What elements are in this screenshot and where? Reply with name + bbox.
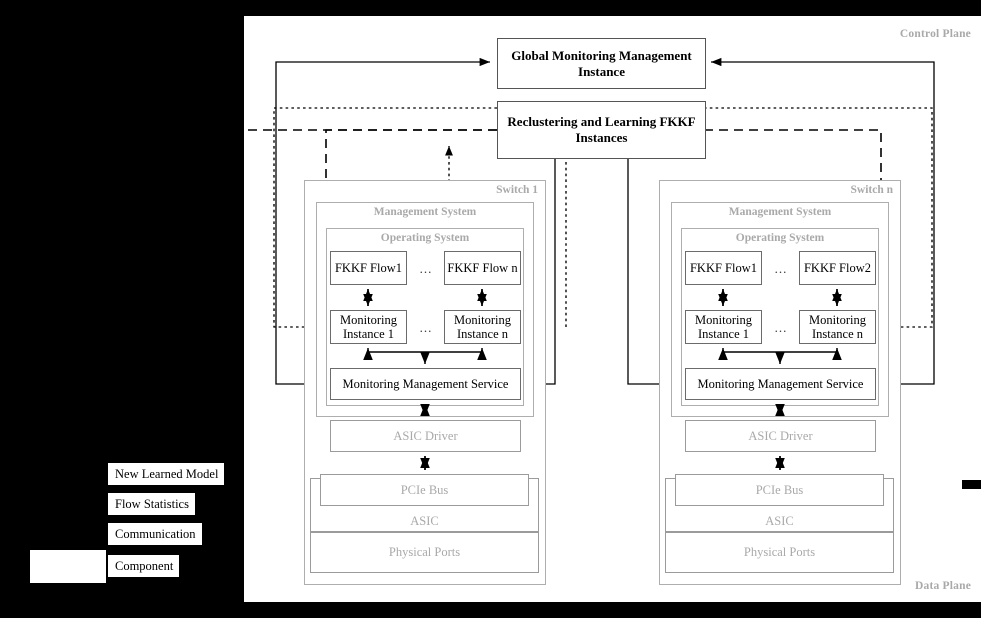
plane-separator-bar-right	[962, 480, 981, 489]
legend-label-component: Component	[108, 555, 180, 577]
legend-label-flow-statistics: Flow Statistics	[108, 493, 195, 515]
reclustering-and-learning-fkkf-instances-box[interactable]: Reclustering and Learning FKKF Instances	[497, 101, 706, 159]
switch-n-fkkf-flow-left[interactable]: FKKF Flow1	[685, 251, 762, 285]
legend-label-new-learned-model: New Learned Model	[108, 463, 225, 485]
switch-1-asic-driver: ASIC Driver	[330, 420, 521, 452]
switch-1-physical-ports: Physical Ports	[310, 532, 539, 573]
switch-n-fkkf-flow-right[interactable]: FKKF Flow2	[799, 251, 876, 285]
switch-1-monitoring-instance-right[interactable]: Monitoring Instance n	[444, 310, 521, 344]
switch-n-monitoring-instance-left[interactable]: Monitoring Instance 1	[685, 310, 762, 344]
legend-label-communication: Communication	[108, 523, 202, 545]
switch-1-operating-system-label: Operating System	[380, 232, 470, 244]
switch-1-monitoring-instance-left[interactable]: Monitoring Instance 1	[330, 310, 407, 344]
switch-n-operating-system-label: Operating System	[735, 232, 825, 244]
diagram-canvas: Control Plane Data Plane Global Monitori…	[166, 16, 981, 602]
switch-n-instance-ellipsis: ...	[774, 320, 788, 335]
legend-swatch-component	[30, 550, 106, 583]
switch-1-instance-ellipsis: ...	[419, 320, 433, 335]
switch-1-flow-ellipsis: ...	[419, 261, 433, 276]
switch-1-monitoring-management-service[interactable]: Monitoring Management Service	[330, 368, 521, 400]
switch-1-pcie-bus: PCIe Bus	[320, 474, 529, 506]
switch-1-title: Switch 1	[496, 184, 538, 196]
switch-n-asic-driver: ASIC Driver	[685, 420, 876, 452]
switch-n-flow-ellipsis: ...	[774, 261, 788, 276]
switch-n-title: Switch n	[850, 184, 894, 196]
switch-n-management-system-label: Management System	[728, 206, 832, 218]
legend: New Learned Model Flow Statistics Commun…	[0, 455, 244, 590]
data-plane-label: Data Plane	[915, 580, 971, 592]
switch-n-physical-ports: Physical Ports	[665, 532, 894, 573]
control-plane-label: Control Plane	[899, 28, 971, 40]
global-monitoring-management-instance-box[interactable]: Global Monitoring Management Instance	[497, 38, 706, 89]
switch-1-fkkf-flow-left[interactable]: FKKF Flow1	[330, 251, 407, 285]
switch-n-monitoring-management-service[interactable]: Monitoring Management Service	[685, 368, 876, 400]
switch-n-monitoring-instance-right[interactable]: Monitoring Instance n	[799, 310, 876, 344]
switch-1-management-system-label: Management System	[373, 206, 477, 218]
switch-1-fkkf-flow-right[interactable]: FKKF Flow n	[444, 251, 521, 285]
switch-n-pcie-bus: PCIe Bus	[675, 474, 884, 506]
